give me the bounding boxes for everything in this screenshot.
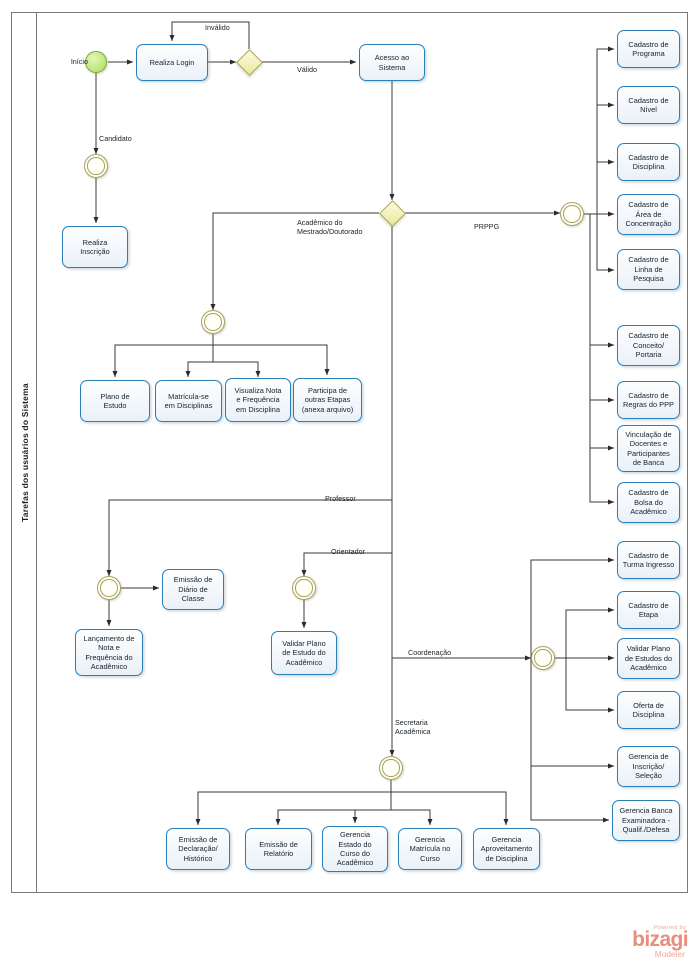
task-participa-outras-etapas-label: Participa de outras Etapas (anexa arquiv… [301, 385, 354, 414]
intermediate-event-prppg-inner-ring [563, 205, 581, 223]
edge-label-candidato: Candidato [99, 134, 132, 143]
task-cadastro-linha-pesquisa[interactable]: Cadastro de Linha de Pesquisa [617, 249, 680, 290]
edge-label-academico-mestrado-doutorado: Acadêmico do Mestrado/Doutorado [297, 218, 363, 236]
task-cadastro-area-concentracao[interactable]: Cadastro de Área de Concentração [617, 194, 680, 235]
task-cadastro-bolsa-academico[interactable]: Cadastro de Bolsa do Acadêmico [617, 482, 680, 523]
task-gerencia-aproveitamento-disciplina-label: Gerencia Aproveitamento de Disciplina [480, 834, 533, 863]
pool-tarefas-usuarios [11, 12, 688, 893]
task-cadastro-de-disciplina[interactable]: Cadastro de Disciplina [617, 143, 680, 181]
intermediate-event-candidato-inner-ring [87, 157, 105, 175]
task-cadastro-de-etapa[interactable]: Cadastro de Etapa [617, 591, 680, 629]
edge-label-professor: Professor [325, 494, 356, 503]
task-emissao-declaracao-historico[interactable]: Emissão de Declaração/ Histórico [166, 828, 230, 870]
task-emissao-diario-de-classe[interactable]: Emissão de Diário de Classe [162, 569, 224, 610]
task-oferta-de-disciplina[interactable]: Oferta de Disciplina [617, 691, 680, 729]
task-cadastro-de-programa-label: Cadastro de Programa [628, 39, 669, 58]
edge-label-prppg: PRPPG [474, 222, 500, 231]
task-acesso-ao-sistema-label: Acesso ao Sistema [374, 53, 410, 72]
task-validar-plano-estudo-academico[interactable]: Validar Plano de Estudo do Acadêmico [271, 631, 337, 675]
task-gerencia-inscricao-selecao[interactable]: Gerencia de Inscrição/ Seleção [617, 746, 680, 787]
task-gerencia-inscricao-selecao-label: Gerencia de Inscrição/ Seleção [628, 752, 669, 781]
intermediate-event-professor-inner-ring [100, 579, 118, 597]
task-cadastro-de-programa[interactable]: Cadastro de Programa [617, 30, 680, 68]
task-vinculacao-docentes-banca-label: Vinculação de Docentes e Participantes d… [625, 429, 672, 467]
task-vinculacao-docentes-banca[interactable]: Vinculação de Docentes e Participantes d… [617, 425, 680, 472]
task-cadastro-bolsa-academico-label: Cadastro de Bolsa do Acadêmico [628, 488, 669, 517]
intermediate-event-candidato[interactable] [84, 154, 108, 178]
task-plano-de-estudo[interactable]: Plano de Estudo [80, 380, 150, 422]
task-emissao-declaracao-historico-label: Emissão de Declaração/ Histórico [178, 834, 218, 863]
task-emissao-diario-de-classe-label: Emissão de Diário de Classe [173, 575, 213, 604]
task-gerencia-matricula-no-curso[interactable]: Gerencia Matrícula no Curso [398, 828, 462, 870]
task-cadastro-de-nivel[interactable]: Cadastro de Nível [617, 86, 680, 124]
task-oferta-de-disciplina-label: Oferta de Disciplina [632, 700, 665, 719]
task-realiza-inscricao[interactable]: Realiza Inscrição [62, 226, 128, 268]
task-lancamento-nota-frequencia-label: Lançamento de Nota e Frequência do Acadê… [83, 633, 135, 671]
task-lancamento-nota-frequencia[interactable]: Lançamento de Nota e Frequência do Acadê… [75, 629, 143, 676]
task-acesso-ao-sistema[interactable]: Acesso ao Sistema [359, 44, 425, 81]
logo-brand: bizagi [632, 928, 689, 951]
task-realiza-login-label: Realiza Login [149, 57, 195, 67]
task-cadastro-regras-ppp-label: Cadastro de Regras do PPP [623, 390, 674, 409]
task-realiza-inscricao-label: Realiza Inscrição [80, 237, 110, 256]
task-gerencia-estado-curso-label: Gerencia Estado do Curso do Acadêmico [336, 830, 374, 868]
edge-label-valido: Válido [297, 65, 317, 74]
task-gerencia-banca-examinadora[interactable]: Gerencia Banca Examinadora - Qualif./Def… [612, 800, 680, 841]
edge-label-invalido: Inválido [205, 23, 230, 32]
start-event-inicio-label: Início [70, 57, 88, 66]
task-validar-plano-estudos-academico[interactable]: Validar Plano de Estudos do Acadêmico [617, 638, 680, 679]
intermediate-event-coordenacao[interactable] [531, 646, 555, 670]
task-visualiza-nota-frequencia-label: Visualiza Nota e Frequência em Disciplin… [234, 385, 282, 414]
task-gerencia-banca-examinadora-label: Gerencia Banca Examinadora - Qualif./Def… [619, 806, 673, 835]
intermediate-event-coordenacao-inner-ring [534, 649, 552, 667]
intermediate-event-prppg[interactable] [560, 202, 584, 226]
task-participa-outras-etapas[interactable]: Participa de outras Etapas (anexa arquiv… [293, 378, 362, 422]
task-cadastro-de-disciplina-label: Cadastro de Disciplina [628, 152, 669, 171]
task-gerencia-matricula-no-curso-label: Gerencia Matrícula no Curso [409, 834, 451, 863]
start-event-inicio[interactable] [85, 51, 107, 73]
task-gerencia-aproveitamento-disciplina[interactable]: Gerencia Aproveitamento de Disciplina [473, 828, 540, 870]
lane-divider [36, 12, 37, 893]
task-matricula-se-em-disciplinas-label: Matrícula-se em Disciplinas [164, 391, 213, 410]
intermediate-event-professor[interactable] [97, 576, 121, 600]
task-emissao-de-relatorio-label: Emissão de Relatório [259, 839, 298, 858]
task-cadastro-conceito-portaria[interactable]: Cadastro de Conceito/ Portaria [617, 325, 680, 366]
edge-label-secretaria-academica: Secretaria Acadêmica [395, 718, 431, 736]
task-cadastro-linha-pesquisa-label: Cadastro de Linha de Pesquisa [628, 255, 669, 284]
intermediate-event-secretaria-inner-ring [382, 759, 400, 777]
intermediate-event-academico-inner-ring [204, 313, 222, 331]
intermediate-event-academico[interactable] [201, 310, 225, 334]
task-visualiza-nota-frequencia[interactable]: Visualiza Nota e Frequência em Disciplin… [225, 378, 291, 422]
task-cadastro-de-etapa-label: Cadastro de Etapa [628, 600, 669, 619]
intermediate-event-orientador-inner-ring [295, 579, 313, 597]
logo-product: Modeler [654, 949, 685, 960]
task-cadastro-turma-ingresso[interactable]: Cadastro de Turma Ingresso [617, 541, 680, 579]
logo-powered-by: Powered by [653, 925, 686, 931]
task-cadastro-de-nivel-label: Cadastro de Nível [628, 95, 669, 114]
task-plano-de-estudo-label: Plano de Estudo [100, 391, 130, 410]
task-gerencia-estado-curso[interactable]: Gerencia Estado do Curso do Acadêmico [322, 826, 388, 872]
task-cadastro-conceito-portaria-label: Cadastro de Conceito/ Portaria [628, 331, 669, 360]
task-matricula-se-em-disciplinas[interactable]: Matrícula-se em Disciplinas [155, 380, 222, 422]
task-cadastro-regras-ppp[interactable]: Cadastro de Regras do PPP [617, 381, 680, 419]
task-cadastro-turma-ingresso-label: Cadastro de Turma Ingresso [622, 550, 675, 569]
bizagi-logo: Powered by bizagi Modeler [600, 925, 689, 960]
task-realiza-login[interactable]: Realiza Login [136, 44, 208, 81]
task-validar-plano-estudos-academico-label: Validar Plano de Estudos do Acadêmico [624, 644, 673, 673]
task-cadastro-area-concentracao-label: Cadastro de Área de Concentração [625, 200, 672, 229]
edge-label-orientador: Orientador [331, 547, 365, 556]
intermediate-event-orientador[interactable] [292, 576, 316, 600]
edge-label-coordenacao: Coordenação [408, 648, 452, 657]
intermediate-event-secretaria[interactable] [379, 756, 403, 780]
task-validar-plano-estudo-academico-label: Validar Plano de Estudo do Acadêmico [282, 638, 326, 667]
task-emissao-de-relatorio[interactable]: Emissão de Relatório [245, 828, 312, 870]
